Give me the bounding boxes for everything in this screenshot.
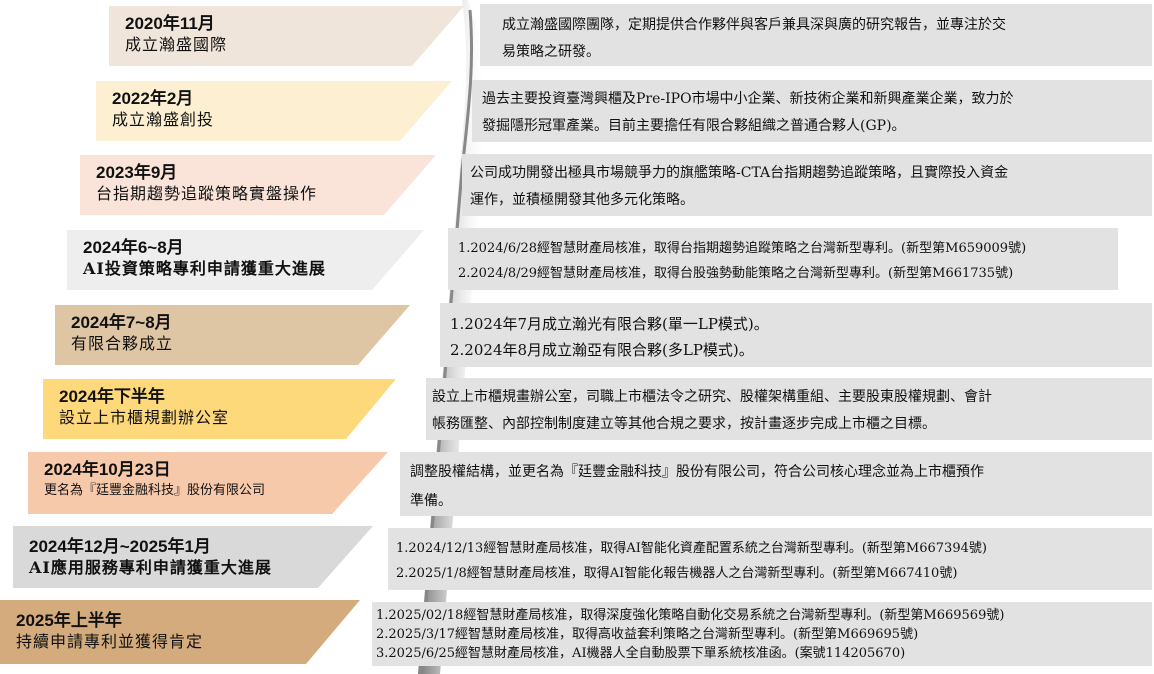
milestone-title: 持續申請專利並獲得肯定	[16, 632, 204, 651]
desc-line: 運作，並積極開發其他多元化策略。	[470, 192, 694, 208]
desc-line: 過去主要投資臺灣興櫃及Pre-IPO市場中小企業、新技術企業和新興產業企業，致力…	[482, 91, 1014, 107]
milestone-2020-11: 2020年11月 成立瀚盛國際	[109, 6, 439, 66]
desc-line: 帳務匯整、內部控制制度建立等其他合規之要求，按計畫逐步完成上市櫃之目標。	[432, 416, 936, 432]
milestone-description: 過去主要投資臺灣興櫃及Pre-IPO市場中小企業、新技術企業和新興產業企業，致力…	[472, 80, 1152, 142]
desc-line: 準備。	[410, 493, 452, 509]
milestone-date: 2020年11月	[125, 14, 215, 33]
milestone-2025-h1: 2025年上半年 持續申請專利並獲得肯定	[0, 600, 330, 660]
milestone-title: 更名為『廷豐金融科技』股份有限公司	[44, 483, 266, 498]
milestone-date: 2024年下半年	[59, 387, 165, 406]
desc-line: 調整股權結構，並更名為『廷豐金融科技』股份有限公司，符合公司核心理念並為上市櫃預…	[410, 464, 984, 480]
desc-line: 2.2025/1/8經智慧財產局核准，取得AI智能化報告機器人之台灣新型專利。(…	[396, 566, 958, 581]
milestone-description: 調整股權結構，並更名為『廷豐金融科技』股份有限公司，符合公司核心理念並為上市櫃預…	[400, 452, 1152, 516]
desc-line: 1.2024/12/13經智慧財產局核准，取得AI智能化資產配置系統之台灣新型專…	[396, 541, 987, 556]
milestone-title: 成立瀚盛創投	[112, 110, 215, 129]
milestone-2022-2: 2022年2月 成立瀚盛創投	[96, 81, 426, 141]
milestone-title: 台指期趨勢追蹤策略實盤操作	[96, 184, 318, 203]
desc-line: 1.2024/6/28經智慧財產局核准，取得台指期趨勢追蹤策略之台灣新型專利。(…	[458, 241, 1027, 256]
milestone-description: 公司成功開發出極具市場競爭力的旗艦策略-CTA台指期趨勢追蹤策略，且實際投入資金…	[462, 154, 1152, 216]
milestone-date: 2022年2月	[112, 89, 194, 108]
desc-line: 成立瀚盛國際團隊，定期提供合作夥伴與客戶兼具深與廣的研究報告，並專注於交	[502, 17, 1006, 33]
milestone-description: 設立上市櫃規畫辦公室，司職上市櫃法令之研究、股權架構重組、主要股東股權規劃、會計…	[426, 378, 1152, 440]
milestone-description: 1.2024/12/13經智慧財產局核准，取得AI智能化資產配置系統之台灣新型專…	[388, 528, 1152, 590]
desc-line: 2.2025/3/17經智慧財產局核准，取得高收益套利策略之台灣新型專利。(新型…	[376, 627, 919, 642]
milestone-2024-7-8: 2024年7~8月 有限合夥成立	[55, 305, 385, 365]
desc-line: 發掘隱形冠軍產業。目前主要擔任有限合夥組織之普通合夥人(GP)。	[482, 118, 906, 134]
desc-line: 易策略之研發。	[502, 44, 600, 60]
milestone-2024-10-23: 2024年10月23日 更名為『廷豐金融科技』股份有限公司	[28, 452, 358, 512]
milestone-title: 有限合夥成立	[71, 334, 174, 353]
milestone-date: 2024年10月23日	[44, 460, 171, 479]
desc-line: 設立上市櫃規畫辦公室，司職上市櫃法令之研究、股權架構重組、主要股東股權規劃、會計	[432, 389, 992, 405]
desc-line: 2.2024/8/29經智慧財產局核准，取得台股強勢動能策略之台灣新型專利。(新…	[458, 266, 1014, 281]
desc-line: 公司成功開發出極具市場競爭力的旗艦策略-CTA台指期趨勢追蹤策略，且實際投入資金	[470, 165, 1009, 181]
desc-line: 2.2024年8月成立瀚亞有限合夥(多LP模式)。	[450, 341, 754, 359]
milestone-title: AI應用服務專利申請獲重大進展	[29, 558, 272, 577]
milestone-2024-6-8: 2024年6~8月 AI投資策略專利申請獲重大進展	[67, 230, 397, 290]
desc-line: 3.2025/6/25經智慧財產局核准，AI機器人全自動股票下單系統核准函。(案…	[376, 646, 906, 661]
milestone-title: 成立瀚盛國際	[125, 35, 228, 54]
milestone-description: 1.2025/02/18經智慧財產局核准，取得深度強化策略自動化交易系統之台灣新…	[372, 602, 1152, 666]
milestone-2024-h2: 2024年下半年 設立上市櫃規劃辦公室	[43, 379, 373, 439]
desc-line: 1.2024年7月成立瀚光有限合夥(單一LP模式)。	[450, 315, 769, 333]
milestone-date: 2023年9月	[96, 163, 178, 182]
milestone-description: 成立瀚盛國際團隊，定期提供合作夥伴與客戶兼具深與廣的研究報告，並專注於交 易策略…	[480, 4, 1152, 66]
milestone-2024-12-2025-1: 2024年12月~2025年1月 AI應用服務專利申請獲重大進展	[13, 526, 343, 586]
milestone-title: 設立上市櫃規劃辦公室	[59, 408, 230, 427]
milestone-date: 2024年12月~2025年1月	[29, 537, 211, 556]
milestone-description: 1.2024/6/28經智慧財產局核准，取得台指期趨勢追蹤策略之台灣新型專利。(…	[448, 228, 1118, 290]
milestone-description: 1.2024年7月成立瀚光有限合夥(單一LP模式)。 2.2024年8月成立瀚亞…	[440, 303, 1152, 367]
desc-line: 1.2025/02/18經智慧財產局核准，取得深度強化策略自動化交易系統之台灣新…	[376, 608, 1005, 623]
milestone-title: AI投資策略專利申請獲重大進展	[83, 259, 326, 278]
milestone-date: 2025年上半年	[16, 611, 122, 630]
milestone-date: 2024年7~8月	[71, 313, 172, 332]
milestone-2023-9: 2023年9月 台指期趨勢追蹤策略實盤操作	[80, 155, 410, 215]
milestone-date: 2024年6~8月	[83, 238, 184, 257]
